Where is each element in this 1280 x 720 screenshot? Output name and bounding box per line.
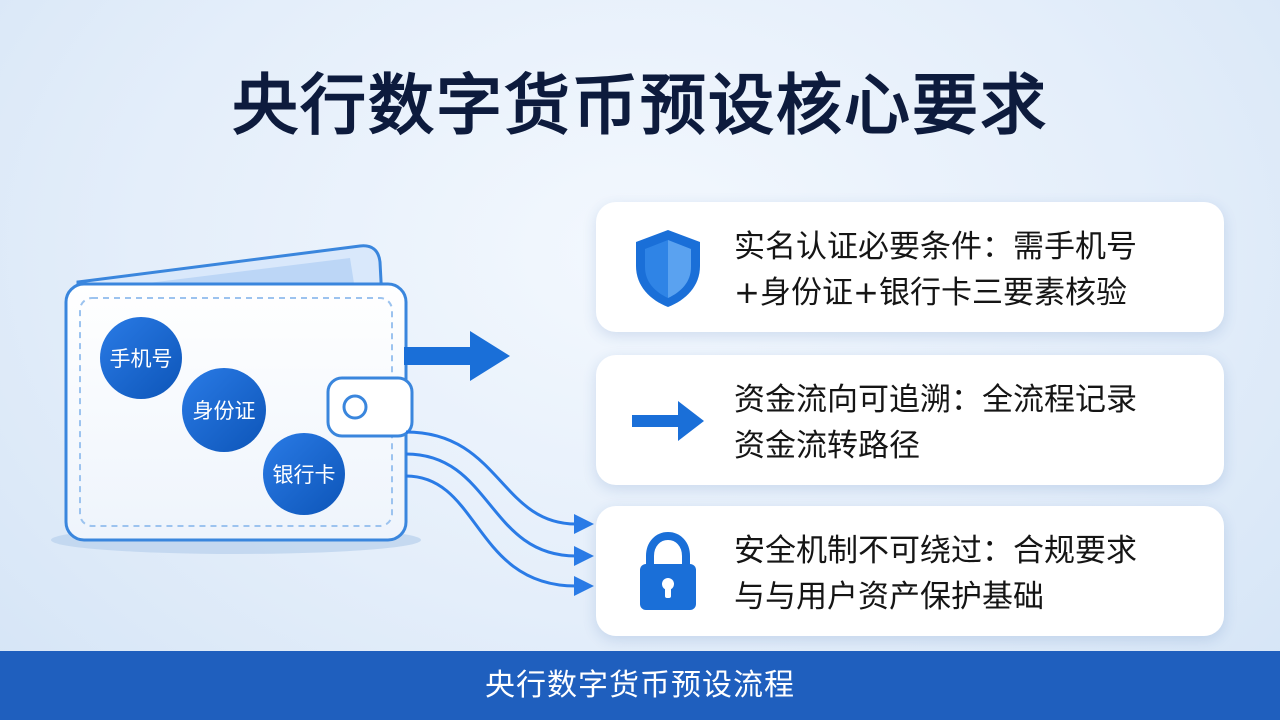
- card-text-line1: 实名认证必要条件：需手机号: [734, 229, 1137, 265]
- footer-bar: 央行数字货币预设流程: [0, 651, 1280, 720]
- card-text-line2: 与与用户资产保护基础: [734, 579, 1044, 615]
- footer-caption: 央行数字货币预设流程: [485, 668, 795, 703]
- card-text-line1: 资金流向可追溯：全流程记录: [734, 382, 1137, 418]
- requirement-card-security: 安全机制不可绕过：合规要求 与与用户资产保护基础: [596, 506, 1224, 636]
- wallet-tag-label: 身份证: [193, 399, 256, 423]
- page-title: 央行数字货币预设核心要求: [232, 67, 1048, 144]
- card-text-line2: +身份证+银行卡三要素核验: [734, 275, 1127, 311]
- card-text-line1: 安全机制不可绕过：合规要求: [734, 533, 1137, 569]
- wallet-tag-phone: 手机号: [100, 317, 182, 399]
- wallet-tag-label: 银行卡: [273, 463, 336, 487]
- wallet-tag-label: 手机号: [110, 347, 173, 371]
- card-text-line2: 资金流转路径: [734, 428, 920, 464]
- flow-arrow-main: [404, 331, 510, 381]
- shield-icon: [636, 230, 700, 307]
- requirement-card-identity: 实名认证必要条件：需手机号 +身份证+银行卡三要素核验: [596, 202, 1224, 332]
- lock-icon: [640, 531, 696, 610]
- flow-arrowheads: [574, 514, 594, 596]
- arrow-right-icon: [632, 401, 704, 441]
- wallet-tag-id-card: 身份证: [182, 368, 266, 452]
- wallet-tag-bank-card: 银行卡: [263, 433, 345, 515]
- flow-lines: [405, 430, 577, 588]
- requirement-card-traceability: 资金流向可追溯：全流程记录 资金流转路径: [596, 355, 1224, 485]
